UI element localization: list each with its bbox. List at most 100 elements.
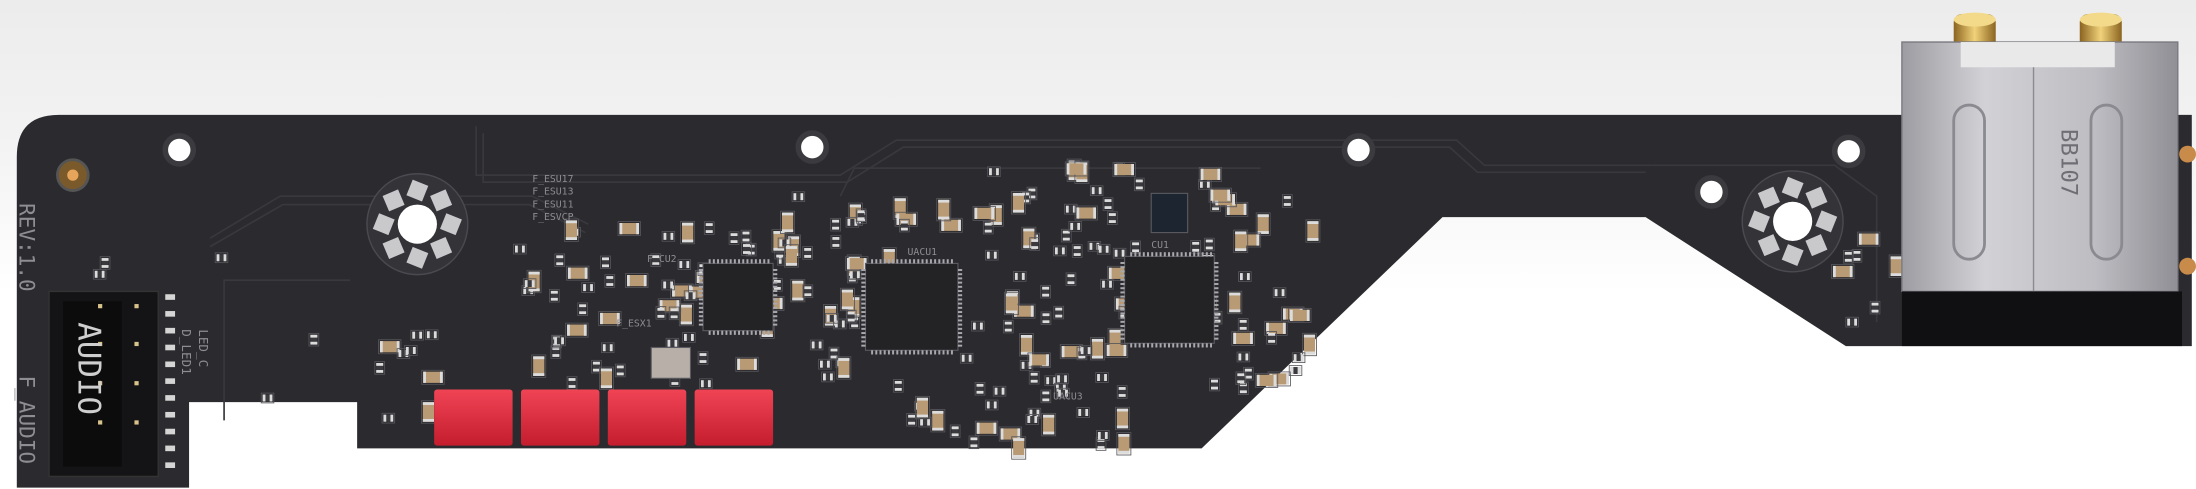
part-outline: [1233, 229, 1249, 253]
part-terminal: [1097, 446, 1105, 449]
smd-part: [1238, 381, 1249, 395]
part-outline: [1235, 371, 1247, 385]
part-terminal: [1067, 274, 1075, 278]
star-pad: [430, 236, 453, 259]
part-terminal: [1200, 168, 1204, 180]
part-terminal: [692, 292, 696, 300]
part-outline: [1116, 385, 1128, 399]
part-terminal: [785, 246, 798, 249]
pin: [861, 336, 866, 339]
pcb-outline: [16, 114, 2192, 488]
part-terminal: [568, 385, 576, 388]
part-terminal: [1239, 273, 1243, 281]
part-body: [737, 358, 757, 370]
part-terminal: [841, 306, 854, 310]
smd-part: [968, 435, 980, 450]
pin: [957, 302, 963, 305]
part-outline: [661, 279, 675, 291]
part-terminal: [1031, 239, 1039, 242]
part-body: [1106, 344, 1127, 357]
pin: [742, 259, 745, 264]
smd-part: [655, 306, 667, 320]
smd-part: [404, 345, 418, 356]
pin: [1120, 308, 1125, 311]
part-outline: [598, 311, 622, 326]
part-terminal: [1109, 280, 1112, 288]
pin: [1172, 252, 1175, 257]
smd-part: [1857, 231, 1881, 247]
part-body: [619, 223, 640, 235]
pin: [1214, 274, 1219, 277]
pin: [904, 350, 907, 355]
part-outline: [959, 352, 974, 364]
smd-part: [665, 337, 680, 349]
smd-part: [1102, 197, 1114, 211]
pin: [957, 311, 963, 314]
part-terminal: [682, 222, 694, 226]
part-outline: [930, 409, 946, 433]
part-body: [1029, 409, 1040, 417]
part-terminal: [851, 324, 859, 328]
smd-part: [825, 312, 839, 324]
part-terminal: [894, 380, 902, 384]
part-terminal: [1303, 334, 1316, 338]
smd-part: [892, 379, 904, 393]
part-outline: [1857, 231, 1881, 247]
part-terminal: [968, 354, 972, 362]
pin: [913, 350, 916, 355]
smd-part: [1288, 365, 1303, 376]
part-outline: [564, 218, 579, 242]
smd-part: [818, 358, 832, 370]
pin: [946, 259, 949, 264]
part-terminal: [1106, 344, 1110, 357]
part-terminal: [1083, 163, 1087, 175]
smd-part: [1235, 371, 1247, 385]
pin: [1142, 252, 1145, 257]
smd-part: [802, 246, 814, 260]
part-terminal: [433, 331, 437, 339]
smd-part: [374, 361, 386, 375]
part-terminal: [754, 358, 757, 370]
pin: [759, 330, 762, 335]
pin: [1151, 343, 1154, 348]
part-terminal: [1257, 214, 1269, 218]
part-body: [524, 280, 535, 288]
part-terminal: [1053, 377, 1057, 385]
pin: [1176, 343, 1179, 348]
part-terminal: [761, 334, 773, 337]
pin: [1120, 299, 1125, 302]
part-terminal: [670, 308, 678, 312]
part-body: [1832, 265, 1853, 278]
part-terminal: [556, 255, 564, 259]
part-terminal: [379, 341, 383, 353]
part-terminal: [986, 251, 990, 259]
part-terminal: [932, 410, 944, 414]
part-terminal: [841, 320, 845, 328]
pin: [1120, 320, 1125, 323]
part-outline: [1842, 250, 1854, 264]
part-outline: [1288, 365, 1303, 376]
pin: [879, 350, 882, 355]
smd-part: [1095, 437, 1107, 451]
pin: [1193, 343, 1196, 348]
part-terminal: [583, 324, 587, 336]
smd-part: [1305, 219, 1321, 243]
part-terminal: [1244, 375, 1252, 379]
pin: [773, 323, 778, 326]
smd-part: [906, 413, 917, 427]
part-terminal: [1096, 242, 1100, 250]
part-terminal: [961, 354, 965, 362]
part-terminal: [1206, 180, 1210, 188]
part-terminal: [533, 356, 545, 360]
part-terminal: [1012, 209, 1025, 213]
part-terminal: [1115, 298, 1119, 310]
smd-part: [1203, 237, 1215, 252]
pin: [883, 350, 886, 355]
part-terminal: [590, 284, 593, 292]
smd-part: [1112, 162, 1136, 178]
part-outline: [421, 369, 445, 385]
part-terminal: [832, 237, 840, 240]
part-terminal: [1104, 431, 1108, 439]
part-terminal: [672, 285, 675, 297]
part-body: [1097, 374, 1107, 382]
